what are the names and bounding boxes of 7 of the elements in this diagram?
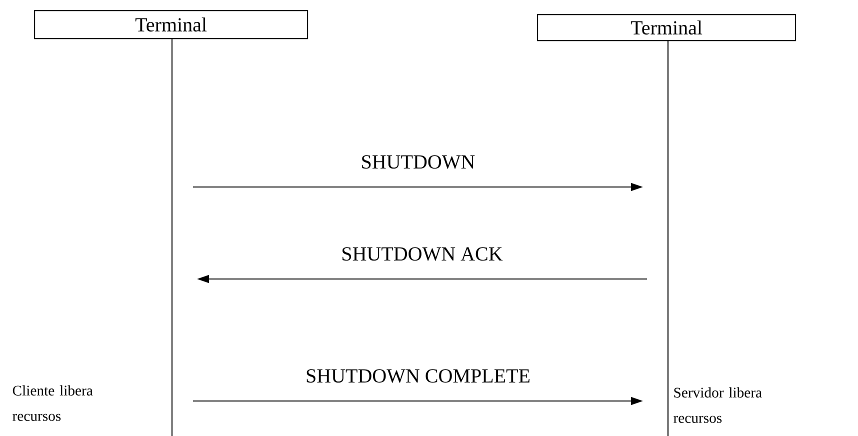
- side-note: Servidor libera recursos: [674, 387, 762, 423]
- side-note: Cliente libera recursos: [12, 385, 93, 421]
- edge-label: SHUTDOWN: [362, 155, 475, 169]
- edge-label: SHUTDOWN ACK: [342, 247, 503, 261]
- terminal-box: Terminal: [537, 14, 796, 42]
- terminal-box: Terminal: [34, 10, 308, 40]
- edge-label: SHUTDOWN COMPLETE: [306, 369, 530, 383]
